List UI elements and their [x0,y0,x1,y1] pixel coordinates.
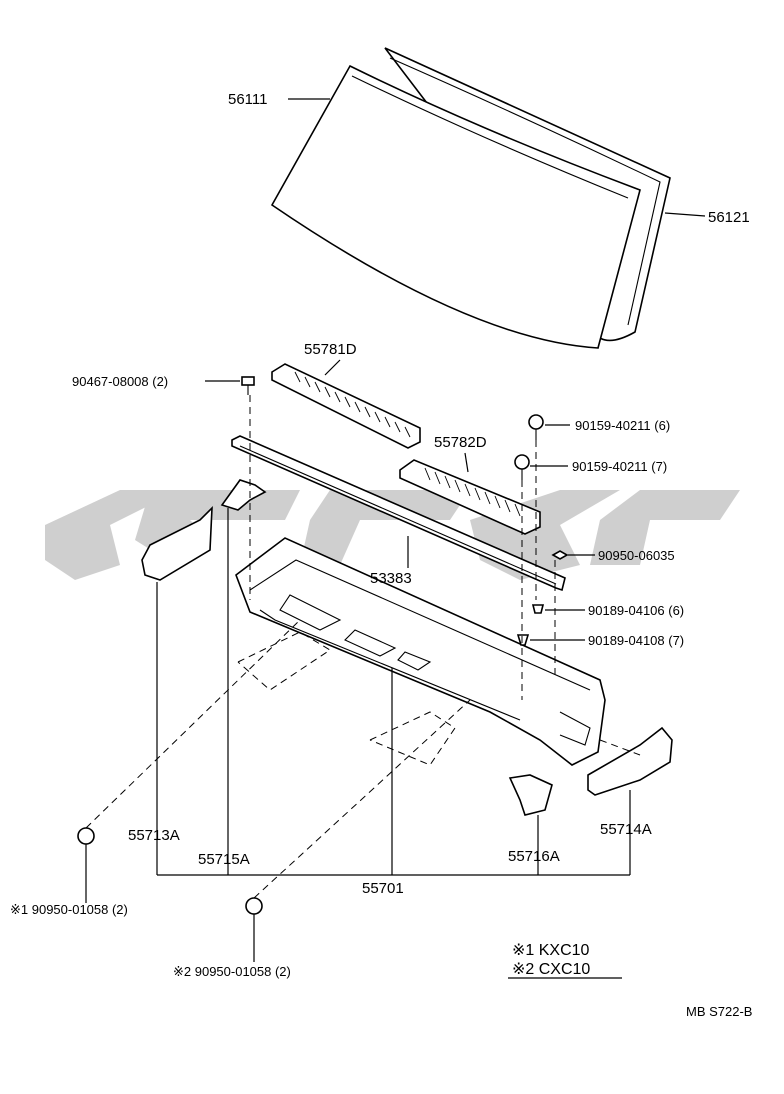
label-90189-04108: 90189-04108 (7) [588,633,684,648]
clip-90189-6 [531,604,545,614]
label-55713A: 55713A [128,827,180,844]
side-bracket-55713A [141,505,213,581]
grommet-90950-01058-a [77,827,95,845]
label-55716A: 55716A [508,848,560,865]
weatherstrip-53383 [231,435,566,592]
screw-90159-6 [528,414,544,440]
bracket-55715A [220,479,267,511]
leader-lines [85,98,706,962]
cowl-panel-55701 [235,537,606,766]
clip-90467 [241,376,255,395]
legend-cxc10: ※2 CXC10 [512,961,590,978]
clip-90189-7 [516,634,530,646]
cowl-louver-55782D [399,459,541,535]
label-90159-40211-7: 90159-40211 (7) [572,459,667,474]
grommet-90950-01058-b [245,897,263,915]
label-90467-08008: 90467-08008 (2) [72,374,168,389]
screw-90159-7 [514,454,530,480]
label-56111: 56111 [228,91,268,108]
label-90189-04106: 90189-04106 (6) [588,603,684,618]
label-55781D: 55781D [304,341,357,358]
label-55714A: 55714A [600,821,652,838]
label-90950-01058-b: ※2 90950-01058 (2) [173,964,291,979]
label-56121: 56121 [708,209,750,226]
legend-kxc10: ※1 KXC10 [512,942,590,959]
bracket-55716A [508,774,553,816]
phantom-lines [85,395,641,899]
label-55701: 55701 [362,880,404,897]
label-90159-40211-6: 90159-40211 (6) [575,418,670,433]
label-53383: 53383 [370,570,412,587]
label-90950-01058-a: ※1 90950-01058 (2) [10,902,128,917]
label-90950-06035: 90950-06035 [598,548,675,563]
label-55782D: 55782D [434,434,487,451]
side-bracket-55714A [587,726,673,796]
windshield-glass-56111 [270,47,671,349]
cowl-louver-55781D [271,363,421,449]
label-55715A: 55715A [198,851,250,868]
diagram-code: MB S722-B [686,1004,752,1019]
model-legend: ※1 KXC10 ※2 CXC10 [508,942,622,979]
clip-90950-06035 [551,550,569,560]
